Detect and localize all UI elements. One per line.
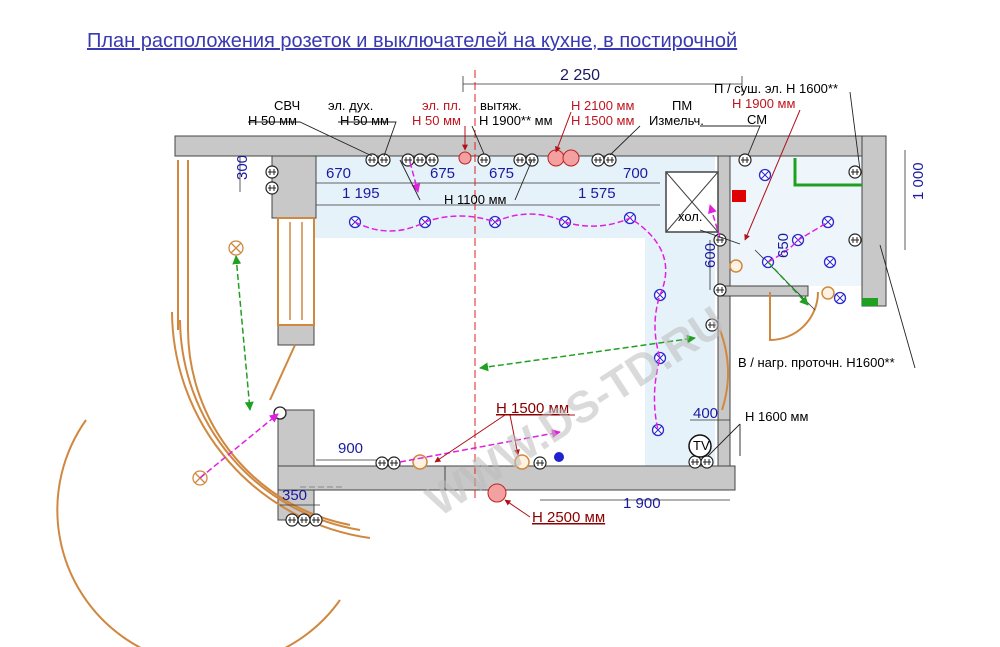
label-p-sush: П / суш. эл. Н 1600**: [714, 81, 838, 96]
dim-600: 600: [702, 243, 719, 268]
label-h1100: Н 1100 мм: [444, 192, 507, 207]
label-vytyazh: вытяж.: [480, 98, 522, 113]
label-sm: СМ: [747, 112, 767, 127]
label-vytyazh-h: Н 1900** мм: [479, 113, 553, 128]
label-hol: хол.: [678, 209, 703, 224]
laundry-floor: [720, 156, 862, 286]
label-el-pl-h: Н 50 мм: [412, 113, 461, 128]
label-tv: TV: [693, 438, 710, 453]
green-marker: [862, 298, 878, 306]
leader-lines: [248, 91, 916, 457]
label-v-nagr: В / нагр. проточн. Н1600**: [738, 355, 895, 370]
dimension-lines: [239, 76, 906, 506]
wires-green: [232, 255, 809, 411]
label-h2500: Н 2500 мм: [532, 509, 605, 526]
label-h1600: Н 1600 мм: [745, 409, 808, 424]
dim-700: 700: [623, 165, 648, 182]
label-h1500-top: Н 1500 мм: [571, 113, 634, 128]
dim-2250: 2 250: [560, 67, 600, 84]
page-title: План расположения розеток и выключателей…: [87, 30, 738, 52]
label-el-duh-h: Н 50 мм: [340, 113, 389, 128]
balcony-lamps: [192, 240, 287, 486]
red-marker: [732, 190, 746, 202]
dim-1000: 1 000: [910, 162, 927, 200]
label-h2100: Н 2100 мм: [571, 98, 634, 113]
dim-1195: 1 195: [342, 185, 380, 202]
red-sockets: [412, 149, 835, 503]
laundry-partition: [793, 158, 862, 187]
dim-1575: 1 575: [578, 185, 616, 202]
label-el-pl: эл. пл.: [422, 98, 461, 113]
label-el-duh: эл. дух.: [328, 98, 373, 113]
dim-670: 670: [326, 165, 351, 182]
kitchen-door: [719, 329, 729, 411]
label-izmelch: Измельч.: [649, 113, 704, 128]
entry-door: [269, 344, 296, 401]
dim-350: 350: [282, 487, 307, 504]
label-pm: ПМ: [672, 98, 692, 113]
dim-900: 900: [338, 440, 363, 457]
walls: [174, 135, 887, 521]
red-leaders: [434, 109, 801, 518]
wires-magenta: [199, 161, 829, 479]
dim-650: 650: [775, 233, 792, 258]
label-h1900: Н 1900 мм: [732, 96, 795, 111]
label-h1500-bottom: Н 1500 мм: [496, 400, 569, 417]
label-svch-h: Н 50 мм: [248, 113, 297, 128]
dim-675-right: 675: [489, 165, 514, 182]
label-svch: СВЧ: [274, 98, 300, 113]
dim-1900: 1 900: [623, 495, 661, 512]
dim-675-left: 675: [430, 165, 455, 182]
dim-400: 400: [693, 405, 718, 422]
dim-300: 300: [234, 155, 251, 180]
window-frame: [277, 217, 315, 326]
laundry-door: [769, 291, 819, 342]
